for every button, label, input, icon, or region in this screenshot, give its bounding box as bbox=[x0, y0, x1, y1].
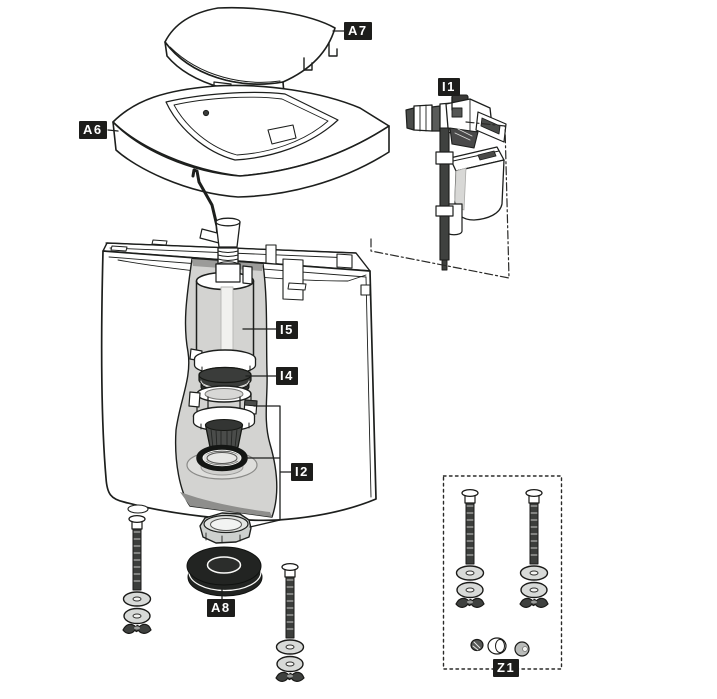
cistern-cover-drawing bbox=[112, 84, 390, 198]
fixing-bolt-left bbox=[122, 514, 152, 635]
seat-oring-drawing bbox=[196, 444, 248, 472]
leader-lines bbox=[107, 30, 453, 600]
part-label-z1: Z1 bbox=[493, 659, 520, 677]
part-label-a8: A8 bbox=[207, 599, 235, 617]
flush-valve-seat-drawing bbox=[188, 385, 258, 452]
flush-valve-seal-drawing bbox=[198, 366, 252, 395]
i1-boundary-dashed bbox=[370, 121, 510, 279]
fill-valve-drawing bbox=[405, 94, 507, 271]
fixing-kit-box bbox=[442, 475, 563, 670]
locknut-drawing bbox=[199, 512, 252, 544]
foam-gasket-drawing bbox=[186, 546, 263, 597]
part-label-i4: I4 bbox=[276, 367, 298, 385]
part-label-i1: I1 bbox=[438, 78, 460, 96]
button-plate-drawing bbox=[164, 6, 338, 96]
part-label-a6: A6 bbox=[79, 121, 107, 139]
part-label-a7: A7 bbox=[344, 22, 372, 40]
fixing-bolt-right bbox=[275, 562, 305, 683]
part-label-i2: I2 bbox=[291, 463, 313, 481]
part-label-i5: I5 bbox=[276, 321, 298, 339]
kit-caps bbox=[470, 637, 530, 657]
